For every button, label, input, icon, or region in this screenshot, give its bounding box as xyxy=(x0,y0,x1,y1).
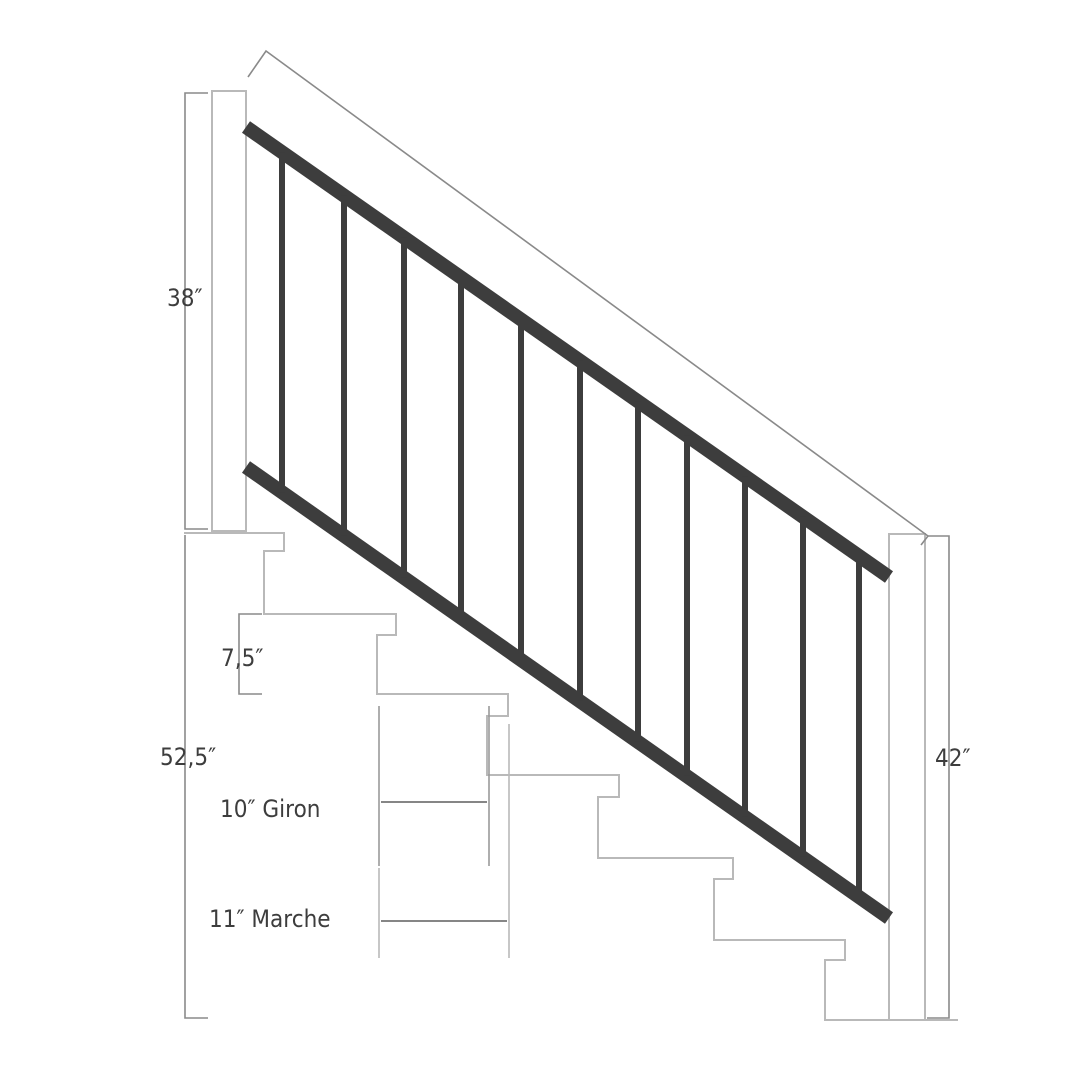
right-post-height-label: 42″ xyxy=(935,744,971,772)
riser-height-dimension xyxy=(238,613,262,695)
total-rise-label: 52,5″ xyxy=(160,743,217,771)
riser-height-label: 7,5″ xyxy=(221,644,264,672)
run-label: 10″ Giron xyxy=(220,795,321,823)
right-post-height-dimension xyxy=(927,535,950,1019)
tread-label: 11″ Marche xyxy=(209,905,331,933)
left-post-height-label: 38″ xyxy=(167,284,203,312)
bottom-rail xyxy=(241,461,894,924)
balusters xyxy=(279,152,862,897)
left-post xyxy=(211,90,247,532)
right-post xyxy=(888,533,926,1021)
top-rail xyxy=(241,121,894,583)
stair-profile xyxy=(184,532,958,1021)
rail-length-dimension-line xyxy=(247,49,930,546)
total-rise-dimension xyxy=(184,535,208,1019)
left-post-height-dimension xyxy=(184,92,208,530)
